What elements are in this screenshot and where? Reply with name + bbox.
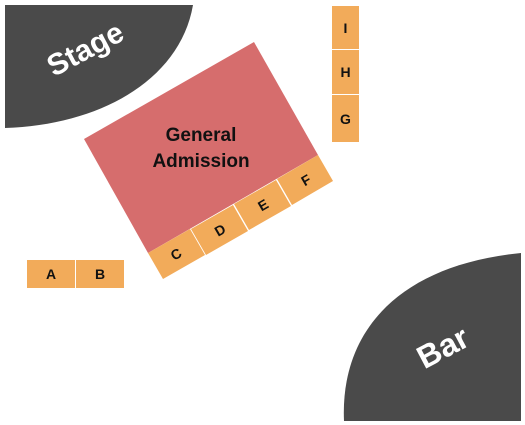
section-e-shape[interactable] [234, 180, 291, 230]
section-f[interactable]: F [277, 155, 333, 205]
bar-area: Bar [343, 253, 521, 421]
section-h-shape[interactable] [332, 50, 359, 94]
section-b-shape[interactable] [76, 260, 124, 288]
section-g-shape[interactable] [332, 95, 359, 142]
section-b[interactable]: B [76, 260, 124, 288]
section-h[interactable]: H [332, 50, 359, 94]
section-g-label: G [340, 111, 351, 127]
section-a-shape[interactable] [27, 260, 75, 288]
stage-shape [5, 5, 193, 128]
section-d-shape[interactable] [191, 205, 248, 255]
section-h-label: H [340, 64, 350, 80]
general-admission-section[interactable]: General Admission [84, 42, 318, 253]
section-c-shape[interactable] [148, 229, 205, 279]
section-f-shape[interactable] [277, 155, 333, 205]
section-i-shape[interactable] [332, 6, 359, 49]
section-a-label: A [46, 266, 56, 282]
section-e[interactable]: E [234, 180, 291, 230]
section-d[interactable]: D [191, 205, 248, 255]
section-i-label: I [344, 20, 348, 36]
section-b-label: B [95, 266, 105, 282]
general-admission-label-line1: General [166, 125, 237, 146]
section-a[interactable]: A [27, 260, 75, 288]
section-i[interactable]: I [332, 6, 359, 49]
bar-shape [343, 253, 521, 421]
stage-area: Stage [5, 5, 193, 128]
general-admission-label-line2: Admission [152, 151, 249, 172]
front-row-sections: C D E F [148, 155, 333, 279]
section-c[interactable]: C [148, 229, 205, 279]
general-admission-shape[interactable] [84, 42, 318, 253]
section-g[interactable]: G [332, 95, 359, 142]
